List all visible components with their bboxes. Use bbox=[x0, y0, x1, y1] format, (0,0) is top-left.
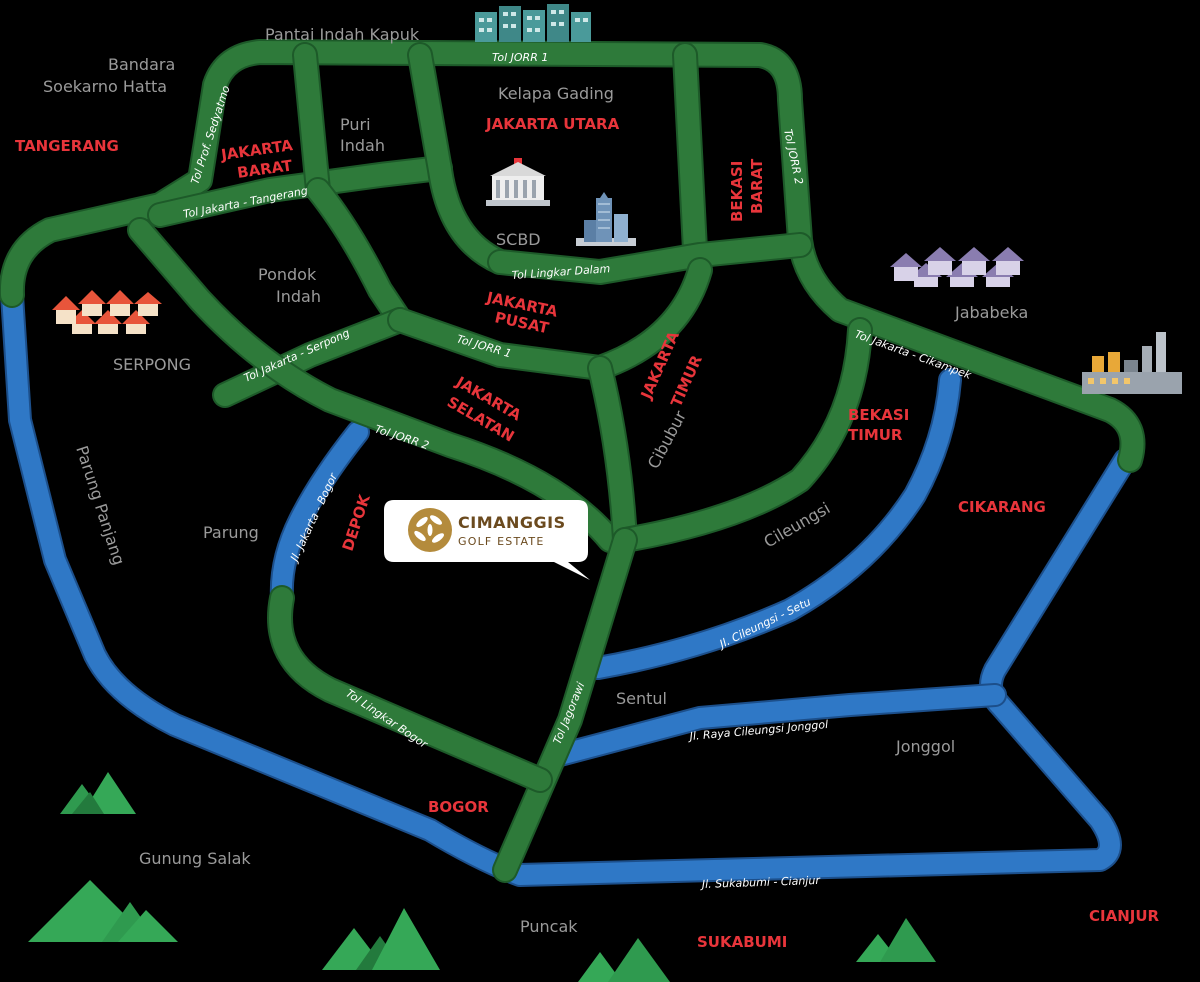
road-tol-lingkar-bogor bbox=[269, 587, 551, 791]
road-kelapa-gading-connector bbox=[409, 44, 511, 273]
place-parung: Parung bbox=[203, 523, 259, 542]
region-bekasi-barat-line1: BEKASI bbox=[728, 161, 746, 222]
place-sentul: Sentul bbox=[616, 689, 667, 708]
road-jl-cileungsi-setu bbox=[588, 370, 960, 678]
place-pondok-line1: Pondok bbox=[258, 265, 317, 284]
golf-estate-logo-icon bbox=[408, 508, 452, 552]
place-serpong: SERPONG bbox=[113, 355, 191, 374]
place-cibubur: Cibubur bbox=[644, 407, 690, 472]
factory-icon bbox=[1082, 332, 1182, 394]
place-pantai-indah-kapuk: Pantai Indah Kapuk bbox=[265, 25, 420, 44]
road-tol-jakarta-serpong bbox=[214, 309, 411, 406]
region-bekasi-timur-line2: TIMUR bbox=[848, 426, 903, 444]
road-outer-north-loop bbox=[0, 41, 1144, 471]
region-sukabumi: SUKABUMI bbox=[697, 933, 787, 951]
government-building-icon bbox=[486, 158, 550, 206]
golf-estate-title: CIMANGGIS bbox=[458, 513, 566, 532]
place-puncak: Puncak bbox=[520, 917, 578, 936]
arterial-roads bbox=[0, 283, 1137, 887]
road-cibubur-link bbox=[589, 357, 636, 551]
mountain-icon bbox=[322, 908, 440, 970]
road-jl-raya-cileungsi-jonggol bbox=[550, 685, 1005, 765]
road-jakarta-timur-curve bbox=[614, 319, 871, 551]
region-jakarta-timur-line2: TIMUR bbox=[667, 352, 706, 409]
label-tol-jorr1-top: Tol JORR 1 bbox=[492, 51, 548, 64]
label-jl-sukabumi-cianjur: Jl. Sukabumi - Cianjur bbox=[700, 874, 822, 891]
road-tol-lingkar-dalam bbox=[489, 234, 811, 283]
region-depok: DEPOK bbox=[339, 491, 374, 553]
place-jonggol: Jonggol bbox=[895, 737, 955, 756]
skyscraper-icon bbox=[576, 192, 636, 246]
region-cianjur: CIANJUR bbox=[1089, 907, 1160, 925]
road-puri-connector bbox=[294, 44, 329, 201]
place-pondok-line2: Indah bbox=[276, 287, 321, 306]
place-gunung-salak: Gunung Salak bbox=[139, 849, 251, 868]
place-jababeka: Jababeka bbox=[954, 303, 1028, 322]
place-scbd: SCBD bbox=[496, 230, 541, 249]
toll-roads bbox=[0, 39, 1146, 883]
road-pondok-connector bbox=[307, 179, 411, 331]
place-puri-line2: Indah bbox=[340, 136, 385, 155]
place-bandara-line2: Soekarno Hatta bbox=[43, 77, 167, 96]
region-bogor: BOGOR bbox=[428, 798, 489, 816]
region-bekasi-timur-line1: BEKASI bbox=[848, 406, 909, 424]
cimanggis-golf-estate-marker[interactable]: CIMANGGIS GOLF ESTATE bbox=[384, 500, 590, 580]
mountain-icon bbox=[856, 918, 936, 962]
region-cikarang: CIKARANG bbox=[958, 498, 1046, 516]
mountain-icon bbox=[60, 772, 136, 814]
region-tangerang: TANGERANG bbox=[15, 137, 119, 155]
golf-estate-subtitle: GOLF ESTATE bbox=[458, 535, 544, 548]
region-bekasi-barat-line2: BARAT bbox=[748, 158, 766, 214]
region-jakarta-utara: JAKARTA UTARA bbox=[485, 115, 620, 133]
road-jl-jakarta-bogor bbox=[271, 422, 368, 608]
houses-icon bbox=[52, 290, 162, 334]
place-bandara-line1: Bandara bbox=[108, 55, 175, 74]
place-puri-line1: Puri bbox=[340, 115, 371, 134]
place-kelapa-gading: Kelapa Gading bbox=[498, 84, 614, 103]
mountain-icon bbox=[578, 938, 670, 982]
road-tol-jagorawi bbox=[494, 529, 636, 881]
apartment-buildings-icon bbox=[475, 4, 591, 42]
road-bekasi-barat-connector bbox=[674, 44, 706, 261]
mountain-icon bbox=[28, 880, 178, 942]
place-parung-panjang: Parung Panjang bbox=[72, 443, 128, 567]
residential-complex-icon bbox=[890, 247, 1024, 287]
